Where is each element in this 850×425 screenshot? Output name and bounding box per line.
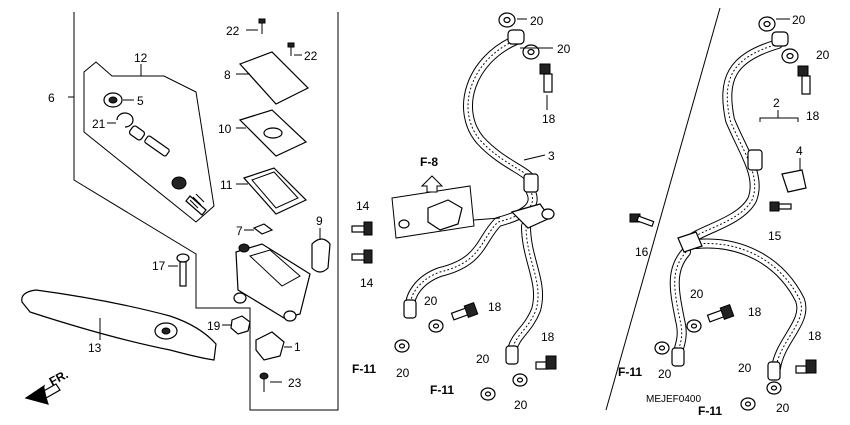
clip-part-7 xyxy=(244,223,274,235)
callout-19: 19 xyxy=(207,319,221,333)
callout-10: 10 xyxy=(218,122,232,136)
bolt-14-upper xyxy=(351,221,373,236)
secondary-brake-hose-group xyxy=(605,7,817,411)
master-cylinder-body xyxy=(233,243,311,322)
ref-f11-d: F-11 xyxy=(698,404,722,418)
diaphragm-plate-part-10 xyxy=(236,109,308,157)
callout-16: 16 xyxy=(635,245,649,259)
callout-18: 18 xyxy=(806,109,820,123)
callout-18: 18 xyxy=(808,329,822,343)
switch-part-1 xyxy=(255,331,292,361)
f8-bracket-detail xyxy=(391,175,501,239)
callout-20: 20 xyxy=(557,42,571,56)
reservoir-cap-part-8 xyxy=(236,51,310,105)
diagram-code: MEJEF0400 xyxy=(646,394,701,405)
callout-labels: 22 22 12 8 6 5 21 10 11 7 9 17 19 1 13 2… xyxy=(48,13,830,415)
section-divider xyxy=(605,7,721,411)
callout-20: 20 xyxy=(792,13,806,27)
banjo-bolt-18-right-mid xyxy=(706,304,735,323)
callout-6: 6 xyxy=(48,91,55,105)
nut-part-19 xyxy=(222,315,251,335)
callout-14: 14 xyxy=(356,199,370,213)
callout-18: 18 xyxy=(748,305,762,319)
callout-14: 14 xyxy=(360,276,374,290)
piston-kit-12-outline xyxy=(83,61,215,223)
piston-parts xyxy=(128,125,207,216)
reference-labels: F-8 F-11 F-11 F-11 F-11 FR. MEJEF0400 xyxy=(47,155,723,418)
callout-18: 18 xyxy=(488,300,502,314)
callout-20: 20 xyxy=(514,398,528,412)
callout-5: 5 xyxy=(137,94,144,108)
callout-15: 15 xyxy=(768,229,782,243)
ref-f11-a: F-11 xyxy=(352,362,376,376)
callout-22: 22 xyxy=(304,49,318,63)
bolt-14-lower xyxy=(351,249,373,264)
callout-20: 20 xyxy=(396,366,410,380)
callout-22: 22 xyxy=(226,24,240,38)
circlip-part-21 xyxy=(107,112,134,128)
callout-18: 18 xyxy=(542,112,556,126)
callout-20: 20 xyxy=(476,352,490,366)
callout-20: 20 xyxy=(816,48,830,62)
ref-f11-c: F-11 xyxy=(618,365,642,379)
clamp-part-4 xyxy=(781,169,807,193)
callout-20: 20 xyxy=(738,361,752,375)
front-brake-hose-group xyxy=(351,12,557,401)
banjo-bolt-18-bottom xyxy=(535,355,557,370)
bolt-part-15 xyxy=(769,201,792,212)
callout-20: 20 xyxy=(690,287,704,301)
callout-20: 20 xyxy=(658,367,672,381)
ref-front: FR. xyxy=(47,367,71,388)
banjo-bolt-18-right-bottom xyxy=(795,359,817,374)
banjo-bolt-18-right-top xyxy=(797,65,811,95)
callout-9: 9 xyxy=(316,214,323,228)
holder-part-9 xyxy=(311,228,331,273)
callout-11: 11 xyxy=(220,178,233,192)
callout-4: 4 xyxy=(796,144,803,158)
master-cylinder-group xyxy=(21,12,339,411)
callout-21: 21 xyxy=(92,117,106,131)
callout-3: 3 xyxy=(548,149,555,163)
callout-17: 17 xyxy=(152,259,166,273)
callout-23: 23 xyxy=(288,376,302,390)
assembly-2-bracket xyxy=(759,110,799,122)
callout-13: 13 xyxy=(88,341,102,355)
banjo-bolt-18-mid xyxy=(450,302,479,321)
callout-7: 7 xyxy=(236,224,243,238)
banjo-bolt-18-top xyxy=(539,63,553,93)
screw-part-22-b xyxy=(287,42,302,56)
assembly-6-outline xyxy=(73,12,339,411)
screw-part-22-a xyxy=(246,18,266,34)
front-direction-arrow xyxy=(24,383,61,405)
boot-part-5 xyxy=(103,92,134,108)
ref-f11-b: F-11 xyxy=(430,383,454,397)
callout-20: 20 xyxy=(424,294,438,308)
callout-12: 12 xyxy=(134,51,148,65)
brake-lever-part-13 xyxy=(21,289,217,361)
diaphragm-part-11 xyxy=(236,167,308,215)
bolt-part-16 xyxy=(629,213,655,228)
callout-1: 1 xyxy=(294,340,301,354)
callout-20: 20 xyxy=(776,401,790,415)
callout-2: 2 xyxy=(773,96,780,110)
ref-f8: F-8 xyxy=(420,155,438,169)
callout-8: 8 xyxy=(224,68,231,82)
pivot-bolt-part-17 xyxy=(168,253,190,287)
callout-18: 18 xyxy=(541,330,555,344)
screw-part-23 xyxy=(259,372,282,392)
callout-20: 20 xyxy=(530,14,544,28)
